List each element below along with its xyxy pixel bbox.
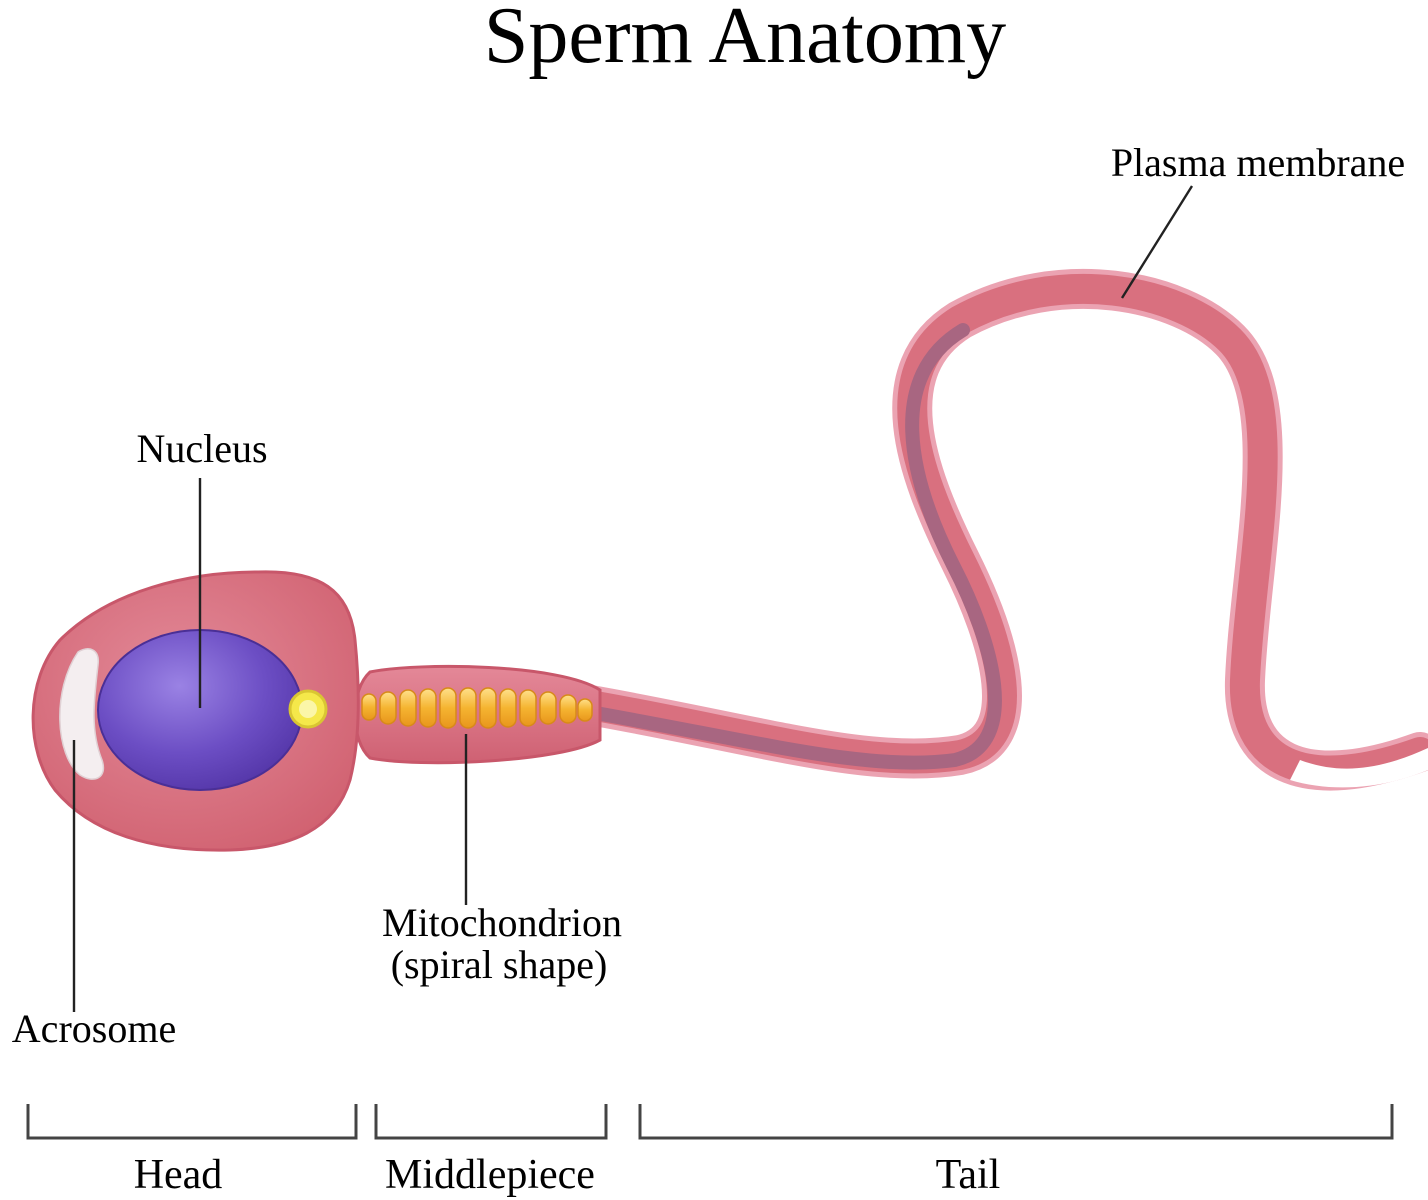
tail-membrane: [575, 273, 1428, 786]
tail-tip: [1290, 748, 1428, 788]
tail-bracket: [638, 1104, 1394, 1140]
middlepiece-bracket: [374, 1104, 608, 1140]
segment-brackets: [26, 1104, 1394, 1140]
head-segment-label: Head: [134, 1152, 223, 1198]
mitochondrion-label: Mitochondrion: [382, 900, 622, 945]
centriole-highlight: [299, 700, 317, 718]
acrosome: [59, 648, 105, 780]
mitochondria-spiral: [361, 687, 593, 729]
plasma-membrane-leader: [1120, 185, 1194, 299]
mitochondrion-sublabel: (spiral shape): [391, 942, 608, 987]
middlepiece: [353, 664, 602, 765]
acrosome-label: Acrosome: [12, 1006, 176, 1051]
middlepiece-segment-label: Middlepiece: [385, 1152, 595, 1198]
nucleus-label: Nucleus: [136, 426, 267, 471]
diagram-title: Sperm Anatomy: [484, 0, 1006, 80]
tail-core: [583, 323, 1002, 770]
plasma-membrane-label: Plasma membrane: [1111, 140, 1405, 185]
tail: [570, 268, 1428, 791]
tail-segment-label: Tail: [936, 1152, 1001, 1198]
leader-lines: [72, 185, 1194, 1012]
head: [31, 570, 360, 852]
head-bracket: [26, 1104, 358, 1140]
